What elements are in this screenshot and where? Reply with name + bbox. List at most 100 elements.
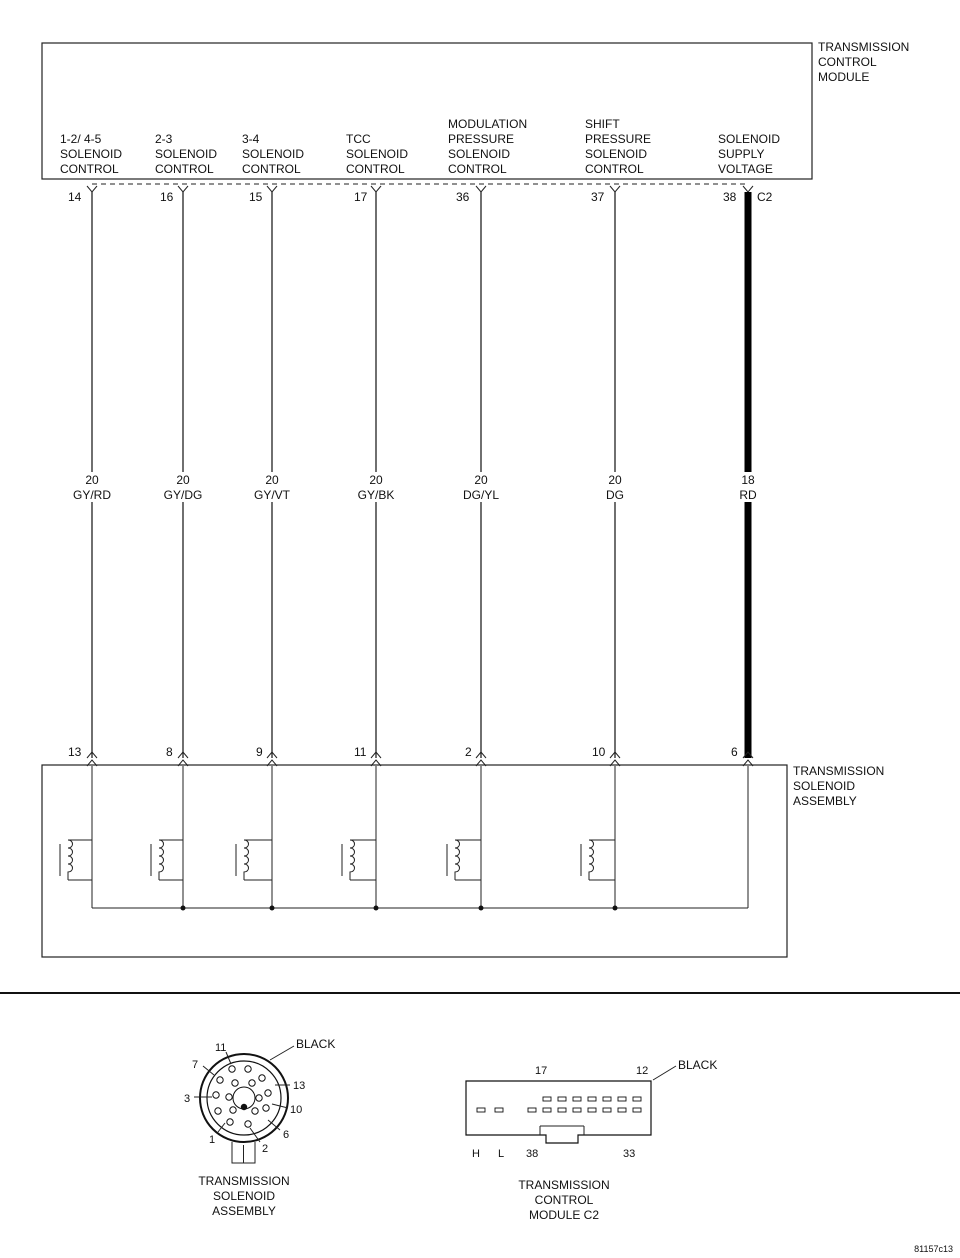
coil-winding xyxy=(243,839,249,880)
round-pin-label: 6 xyxy=(283,1129,289,1141)
tcm-pin-number: 36 xyxy=(456,190,470,204)
solenoid-coil-6 xyxy=(580,839,615,881)
cavity xyxy=(617,1096,627,1102)
splice-dot xyxy=(180,905,186,911)
leader-line xyxy=(202,1065,215,1076)
wire-color: RD xyxy=(739,488,757,502)
pin-hole xyxy=(229,1106,237,1114)
leader-line xyxy=(269,1045,295,1061)
solenoid-pin-number: 13 xyxy=(68,745,82,759)
round-pin-label: 7 xyxy=(192,1059,198,1071)
solenoid-terminal xyxy=(86,751,98,767)
cavity xyxy=(632,1096,642,1102)
circuit-label-line: CONTROL xyxy=(346,162,405,176)
circuit-label-line: SHIFT xyxy=(585,117,620,131)
round-connector-shell xyxy=(199,1053,289,1143)
circuit-label-7: SOLENOID SUPPLY VOLTAGE xyxy=(718,132,780,176)
circuit-label-line: CONTROL xyxy=(448,162,507,176)
tcm-terminal xyxy=(86,185,98,193)
solenoid-terminal xyxy=(370,751,382,767)
circuit-label-line: PRESSURE xyxy=(585,132,651,146)
cavity xyxy=(542,1107,552,1113)
circuit-label-1: 1-2/ 4-5 SOLENOID CONTROL xyxy=(60,132,122,176)
wire-color: DG/YL xyxy=(463,488,499,502)
cavity xyxy=(587,1096,597,1102)
round-connector-key xyxy=(240,1103,248,1111)
caption-line: TRANSMISSION xyxy=(198,1174,289,1188)
pin-hole xyxy=(248,1079,256,1087)
coil-winding xyxy=(454,839,460,880)
caption-line: MODULE C2 xyxy=(529,1208,599,1222)
wire-color: DG xyxy=(606,488,624,502)
wire-gauge: 20 xyxy=(85,473,99,487)
solenoid-assembly-box xyxy=(41,764,788,958)
circuit-label-line: SOLENOID xyxy=(346,147,408,161)
solenoid-assembly-title-line-3: ASSEMBLY xyxy=(793,794,857,808)
circuit-label-3: 3-4 SOLENOID CONTROL xyxy=(242,132,304,176)
wire-label-bg xyxy=(595,472,635,502)
round-pin-label: 3 xyxy=(184,1093,190,1105)
solenoid-pin-number: 10 xyxy=(592,745,606,759)
wire-color: GY/DG xyxy=(164,488,203,502)
solenoid-terminal xyxy=(266,751,278,767)
solenoid-assembly-title-line-1: TRANSMISSION xyxy=(793,764,884,778)
circuit-label-line: MODULATION xyxy=(448,117,527,131)
pin-hole xyxy=(216,1076,224,1084)
cavity xyxy=(476,1107,486,1113)
wire-gauge: 18 xyxy=(741,473,755,487)
solenoid-coil-2 xyxy=(150,839,183,881)
solenoid-pin-number: 2 xyxy=(465,745,472,759)
tcm-pin-number: 38 xyxy=(723,190,737,204)
cavity xyxy=(632,1107,642,1113)
cavity xyxy=(542,1096,552,1102)
circuit-label-line: SOLENOID xyxy=(242,147,304,161)
solenoid-terminal xyxy=(609,751,621,767)
pin-hole xyxy=(258,1074,266,1082)
tcm-terminal xyxy=(370,185,382,193)
solenoid-pin-number: 8 xyxy=(166,745,173,759)
tcm-terminal xyxy=(177,185,189,193)
solenoid-circuits xyxy=(59,766,749,911)
circuit-label-6: SHIFT PRESSURE SOLENOID CONTROL xyxy=(585,117,651,176)
tcm-terminal xyxy=(742,185,754,193)
round-pin-label: 2 xyxy=(262,1143,268,1155)
tcm-title-line-2: CONTROL xyxy=(818,55,877,69)
round-pin-label: 10 xyxy=(290,1104,302,1116)
solenoid-coil-5 xyxy=(446,839,481,881)
round-connector xyxy=(194,1045,295,1164)
coil-winding xyxy=(67,839,73,880)
round-pin-label: 13 xyxy=(293,1080,305,1092)
tcm-c2-pin-label: L xyxy=(498,1148,504,1160)
wire-gauge: 20 xyxy=(608,473,622,487)
wire-label-bg xyxy=(730,472,766,502)
pin-hole xyxy=(226,1118,234,1126)
circuit-label-line: CONTROL xyxy=(155,162,214,176)
leader-line xyxy=(225,1051,232,1065)
solenoid-pin-number: 9 xyxy=(256,745,263,759)
pin-hole xyxy=(225,1093,233,1101)
pin-hole xyxy=(244,1120,252,1128)
wire-gauge: 20 xyxy=(176,473,190,487)
circuit-label-line: PRESSURE xyxy=(448,132,514,146)
solenoid-assembly-title-line-2: SOLENOID xyxy=(793,779,855,793)
splice-dot xyxy=(478,905,484,911)
cavity xyxy=(587,1107,597,1113)
caption-line: SOLENOID xyxy=(213,1189,275,1203)
circuit-label-line: SOLENOID xyxy=(60,147,122,161)
cavity xyxy=(572,1096,582,1102)
solenoid-assembly-title: TRANSMISSION SOLENOID ASSEMBLY xyxy=(793,764,884,808)
splice-dot xyxy=(612,905,618,911)
circuit-label-line: 1-2/ 4-5 xyxy=(60,132,102,146)
pin-hole xyxy=(264,1089,272,1097)
wire-gauge: 20 xyxy=(474,473,488,487)
solenoid-coil-1 xyxy=(59,839,92,881)
splice-dot xyxy=(373,905,379,911)
circuit-label-line: SOLENOID xyxy=(448,147,510,161)
tcm-terminal xyxy=(266,185,278,193)
round-connector-face xyxy=(206,1060,282,1136)
tcm-box xyxy=(41,42,813,180)
tcm-c2-pin-label: 17 xyxy=(535,1065,547,1077)
wire-color: GY/RD xyxy=(73,488,111,502)
cavity xyxy=(572,1107,582,1113)
